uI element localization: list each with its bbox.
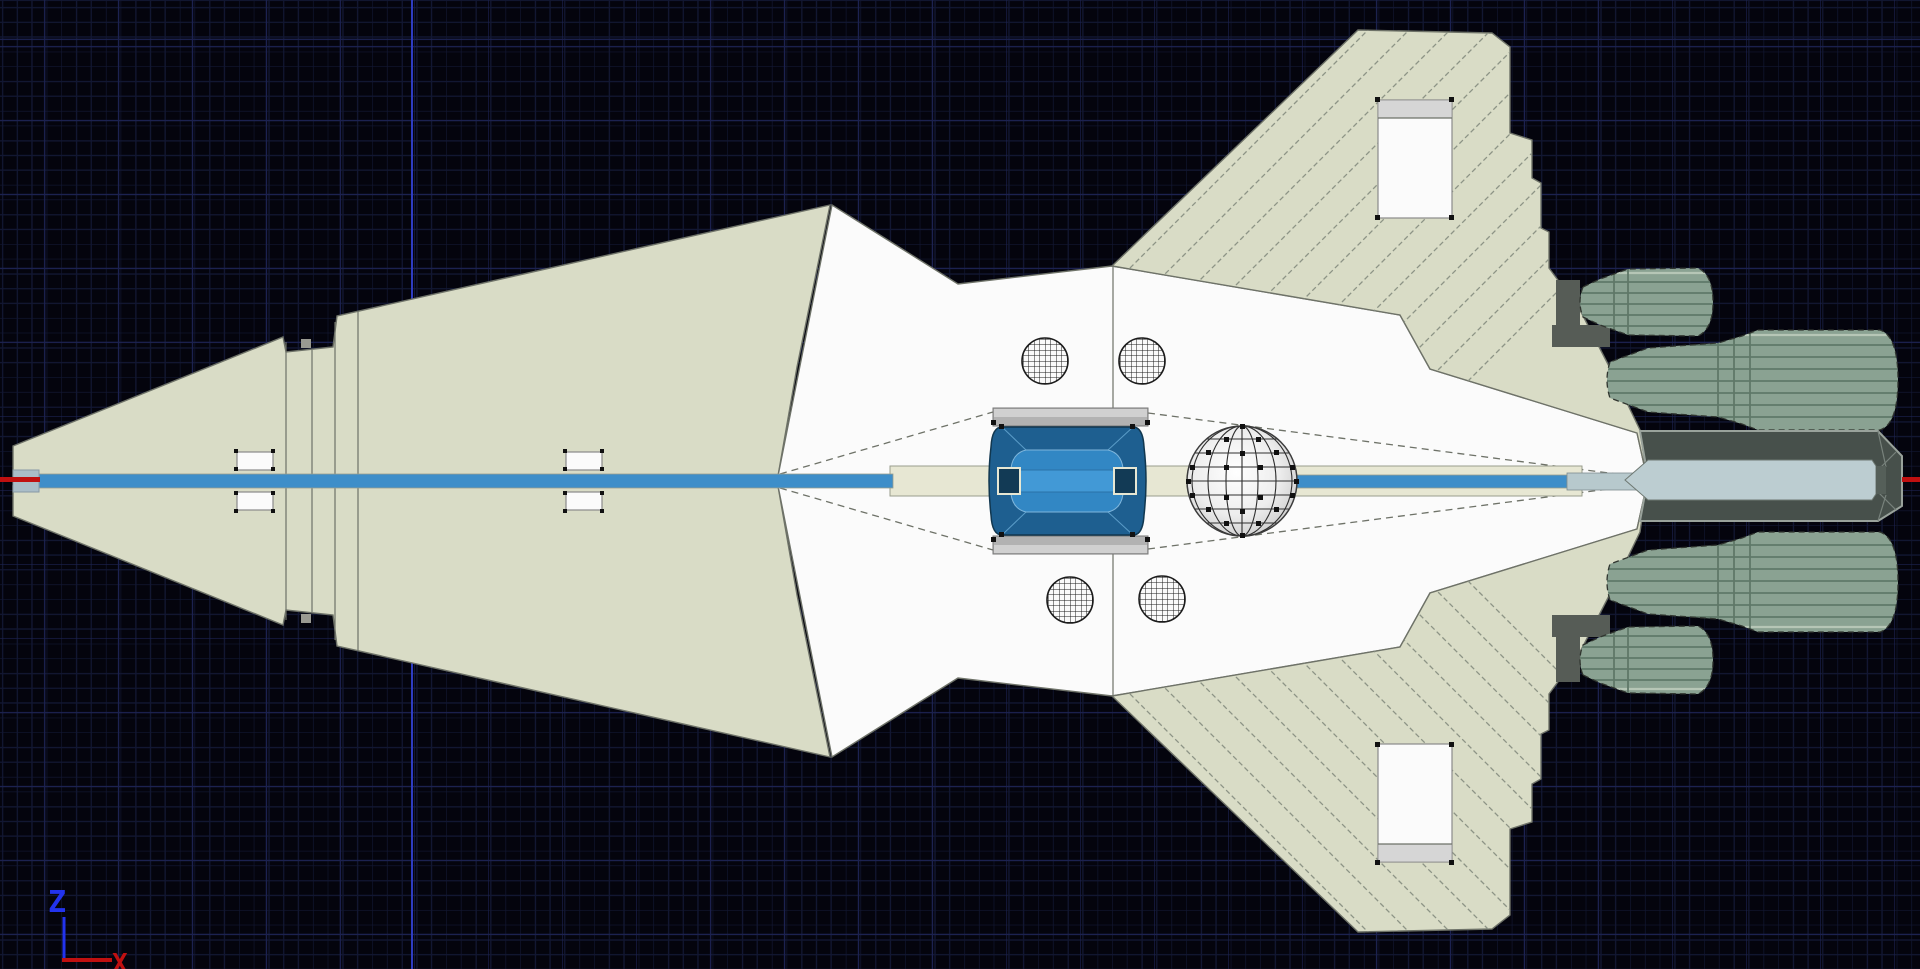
spine-bracket-left	[997, 467, 1021, 495]
x-axis-label: X	[112, 949, 128, 969]
sensor-sphere[interactable]	[1118, 337, 1166, 385]
axis-gizmo: Z X	[48, 885, 128, 969]
spine-bracket-right	[1113, 467, 1137, 495]
nose-hatch[interactable]	[563, 449, 604, 471]
center-stripe	[12, 473, 894, 489]
x-axis-tick-left	[0, 477, 40, 482]
nose-hatch[interactable]	[234, 449, 275, 471]
center-stripe-aft	[1294, 474, 1568, 489]
cockpit-module[interactable]	[988, 424, 1147, 537]
engine-housing[interactable]	[1624, 430, 1903, 522]
wing-hatch[interactable]	[1375, 97, 1454, 220]
engine-nacelle-large[interactable]	[1604, 328, 1900, 432]
engine-exhaust-panel	[1624, 459, 1877, 501]
nose-antenna-nub	[301, 339, 311, 348]
ship-upper-half[interactable]	[12, 0, 1909, 500]
sensor-sphere[interactable]	[1138, 575, 1186, 623]
x-axis-tick-right	[1902, 477, 1920, 482]
cockpit-strut-bar[interactable]	[991, 407, 1150, 427]
ship-nose-cone[interactable]	[12, 204, 831, 477]
reactor-sphere-wireframe	[1187, 426, 1297, 536]
engine-pylon	[1552, 325, 1610, 347]
reactor-sphere-vertex-dots	[1186, 424, 1299, 538]
sensor-sphere[interactable]	[1046, 576, 1094, 624]
ship-lower-half-mirror[interactable]	[13, 462, 1909, 969]
sensor-sphere[interactable]	[1021, 337, 1069, 385]
engine-nacelle-small[interactable]	[1578, 266, 1715, 338]
z-axis-label: Z	[48, 885, 66, 920]
reactor-sphere[interactable]	[1185, 424, 1299, 538]
